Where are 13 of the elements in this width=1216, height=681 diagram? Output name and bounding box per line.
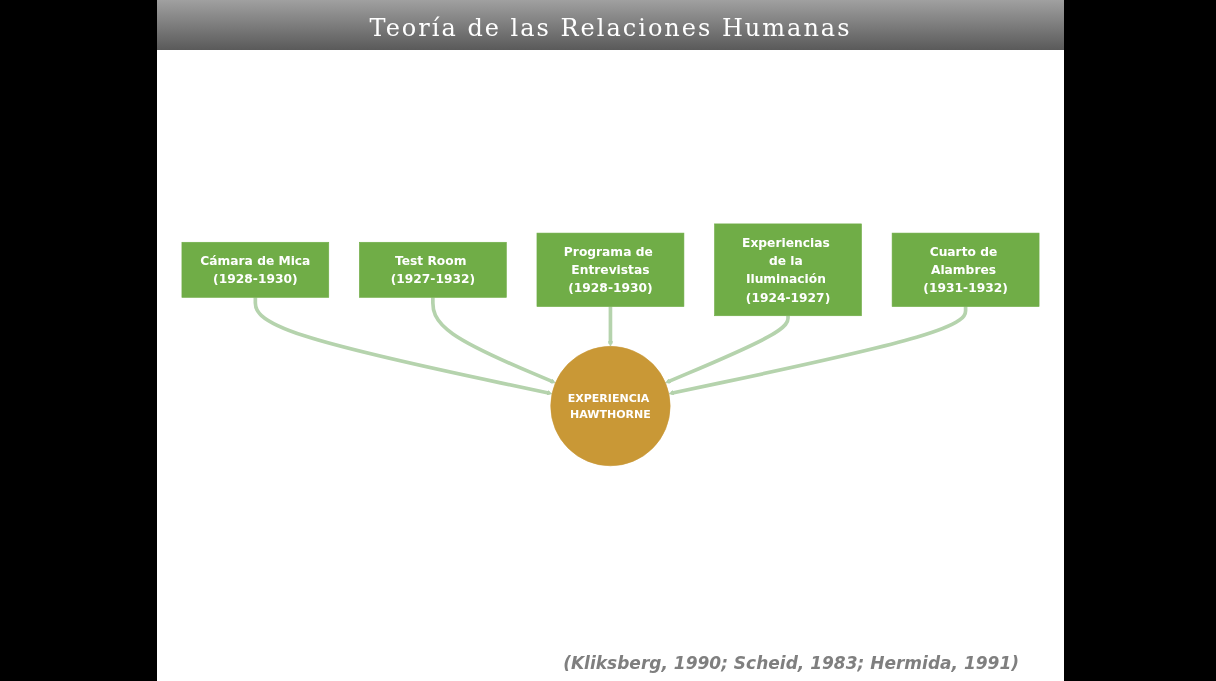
node-box: Programa de Entrevistas (1928-1930): [536, 232, 685, 308]
arrow: [668, 306, 968, 396]
node-box: Test Room (1927-1932): [359, 242, 507, 298]
node-box: Cuarto de Alambres (1931-1932): [891, 232, 1040, 308]
arrow: [431, 297, 556, 384]
arrow: [665, 315, 790, 384]
citation-caption: (Kliksberg, 1990; Scheid, 1983; Hermida, 1991): [563, 653, 1019, 673]
node-box: Cámara de Mica (1928-1930): [181, 242, 330, 298]
node-box: Experiencias de la Iluminación (1924-1927): [714, 223, 862, 317]
slide-title: Teoría de las Relaciones Humanas: [157, 0, 1064, 50]
arrow: [253, 297, 553, 396]
node-circle: EXPERIENCIA HAWTHORNE: [550, 346, 671, 467]
arrow: [607, 306, 614, 347]
